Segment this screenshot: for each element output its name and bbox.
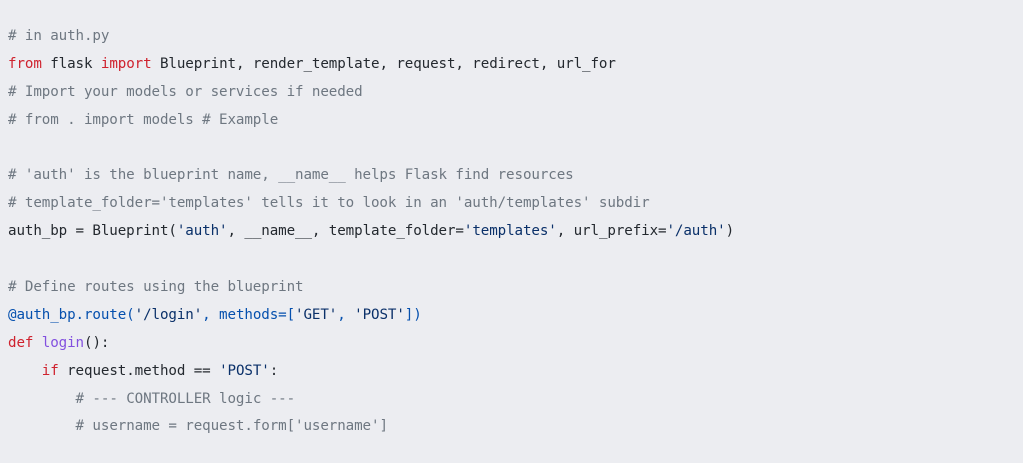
code-text: , __name__, template_folder=	[227, 223, 464, 240]
code-string: 'auth'	[176, 223, 228, 240]
code-text	[8, 363, 42, 379]
code-line: from flask import Blueprint, render_temp…	[8, 51, 1023, 79]
code-text	[8, 418, 76, 434]
code-string: '/auth'	[666, 223, 726, 240]
code-decorator: ,	[337, 306, 355, 323]
code-line	[8, 246, 1023, 274]
code-text: flask	[41, 55, 101, 72]
code-line: def login():	[8, 330, 1023, 358]
code-comment: # from . import models # Example	[8, 111, 279, 128]
code-text: :	[269, 362, 279, 379]
code-string: 'GET'	[295, 306, 338, 323]
code-decorator: ])	[404, 306, 422, 323]
code-line: # from . import models # Example	[8, 107, 1023, 135]
code-comment: # template_folder='templates' tells it t…	[8, 195, 650, 212]
code-function-name: login	[41, 334, 84, 351]
code-text	[8, 391, 76, 407]
code-line: # in auth.py	[8, 23, 1023, 51]
code-string: 'templates'	[463, 223, 557, 240]
code-string: 'POST'	[219, 362, 270, 379]
code-line: @auth_bp.route('/login', methods=['GET',…	[8, 302, 1023, 330]
code-comment: # in auth.py	[8, 28, 110, 44]
code-keyword: import	[100, 55, 152, 72]
code-decorator: , methods=[	[202, 306, 296, 323]
code-text	[33, 335, 41, 351]
code-text: , url_prefix=	[556, 223, 667, 240]
code-keyword: if	[41, 362, 59, 379]
code-line: if request.method == 'POST':	[8, 358, 1023, 386]
code-line: # Import your models or services if need…	[8, 79, 1023, 107]
code-text: Blueprint, render_template, request, red…	[151, 55, 616, 72]
code-line: # username = request.form['username']	[8, 413, 1023, 441]
code-string: 'POST'	[354, 306, 405, 323]
code-comment: # Import your models or services if need…	[8, 83, 363, 100]
code-text: request.method ==	[58, 362, 220, 379]
code-keyword: def	[8, 334, 34, 351]
code-keyword: from	[8, 55, 42, 72]
code-comment: # --- CONTROLLER logic ---	[75, 390, 296, 407]
code-decorator: @auth_bp.route(	[8, 306, 135, 323]
code-text: )	[725, 223, 735, 240]
code-line: # template_folder='templates' tells it t…	[8, 190, 1023, 218]
code-line: # --- CONTROLLER logic ---	[8, 386, 1023, 414]
code-line: # 'auth' is the blueprint name, __name__…	[8, 162, 1023, 190]
code-string: '/login'	[134, 306, 203, 323]
code-line: # Define routes using the blueprint	[8, 274, 1023, 302]
code-text: ():	[84, 334, 110, 351]
code-comment: # 'auth' is the blueprint name, __name__…	[8, 167, 574, 184]
code-text: auth_bp = Blueprint(	[8, 223, 177, 240]
code-comment: # username = request.form['username']	[75, 418, 388, 435]
code-line	[8, 135, 1023, 163]
code-line: auth_bp = Blueprint('auth', __name__, te…	[8, 218, 1023, 246]
code-comment: # Define routes using the blueprint	[8, 279, 304, 296]
